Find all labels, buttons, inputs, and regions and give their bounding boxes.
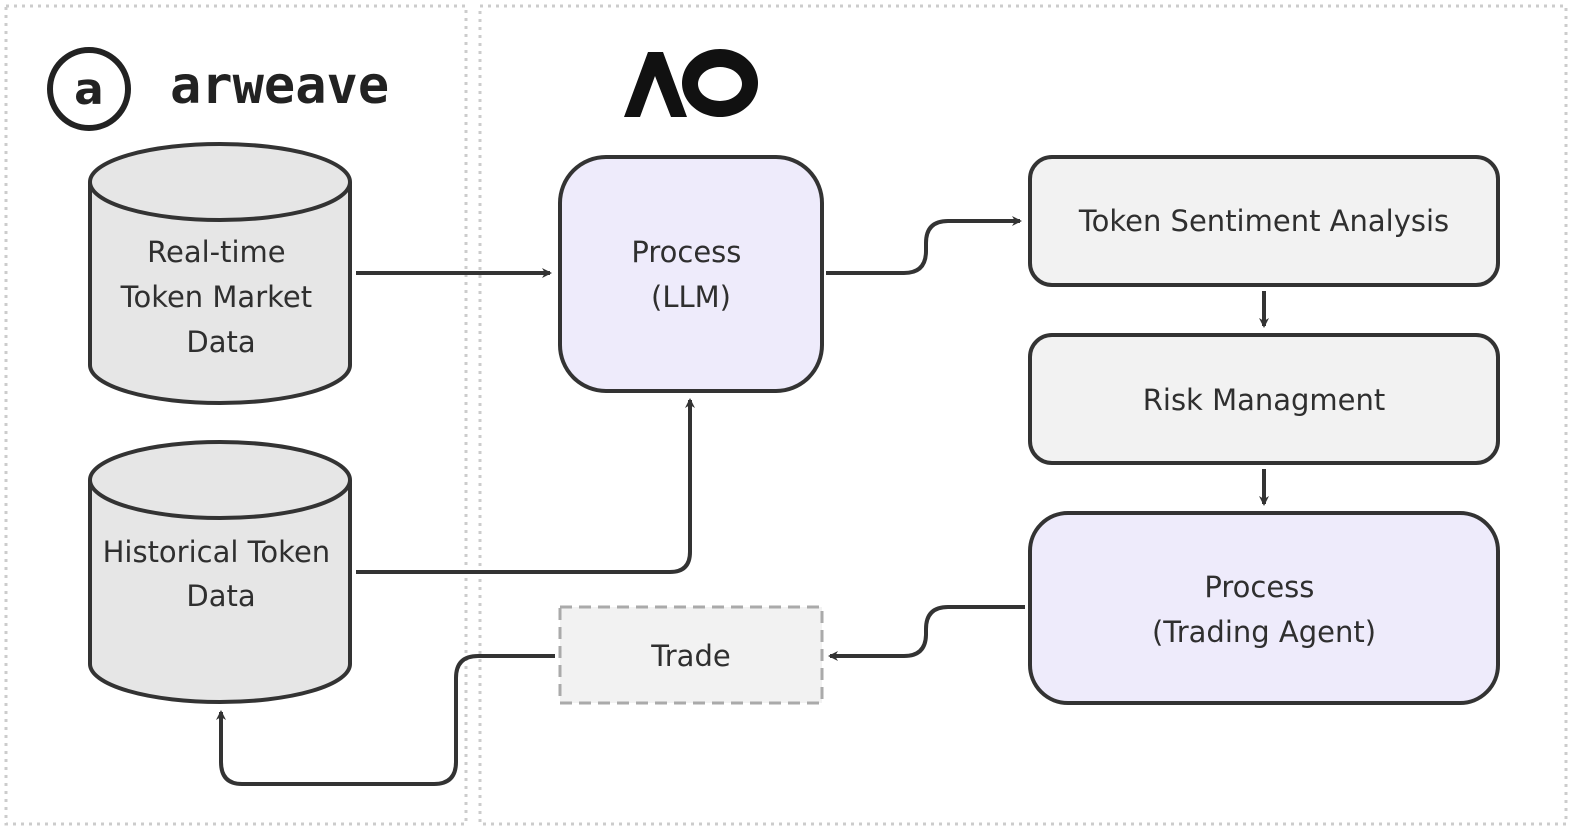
realtime-data-label-line-2: Token Market (120, 280, 312, 314)
edge-llm-to-sentiment (826, 216, 1022, 275)
process-llm-label-line-2: (LLM) (651, 280, 731, 314)
process-trading-agent-label-line-1: Process (1204, 570, 1314, 604)
process-llm-label: Process (LLM) (631, 235, 750, 314)
trade-label-line-1: Trade (650, 639, 730, 673)
edge-agent-to-trade (828, 605, 1025, 661)
arweave-logo: a arweave (47, 47, 389, 131)
database-historical-data: Historical Token Data (88, 440, 352, 704)
risk-management-label-line-1: Risk Managment (1143, 383, 1386, 417)
realtime-data-label: Real-time Token Market Data (120, 235, 322, 359)
sentiment-analysis-label: Token Sentiment Analysis (1078, 204, 1449, 238)
arweave-logo-mark: a (74, 64, 104, 115)
arweave-zone (4, 4, 468, 826)
process-llm-node: Process (LLM) (558, 155, 824, 393)
realtime-data-label-line-3: Data (186, 325, 255, 359)
arweave-logo-icon (47, 47, 131, 131)
edge-trade-to-historical (216, 654, 555, 786)
historical-data-label-line-1: Historical Token (103, 535, 331, 569)
arweave-logo-text: arweave (170, 56, 389, 116)
process-trading-agent-node: Process (Trading Agent) (1028, 511, 1500, 705)
edge-historical-to-llm (356, 398, 695, 574)
risk-management-label: Risk Managment (1143, 383, 1386, 417)
sentiment-analysis-label-line-1: Token Sentiment Analysis (1078, 204, 1449, 238)
process-trading-agent-label-line-2: (Trading Agent) (1152, 615, 1376, 649)
process-llm-label-line-1: Process (631, 235, 741, 269)
historical-data-label: Historical Token Data (103, 535, 340, 613)
risk-management-node: Risk Managment (1028, 333, 1500, 465)
database-realtime-market-data: Real-time Token Market Data (88, 142, 352, 405)
trade-node: Trade (558, 605, 824, 705)
realtime-data-label-line-1: Real-time (147, 235, 286, 269)
trade-label: Trade (650, 639, 730, 673)
historical-data-label-line-2: Data (186, 579, 255, 613)
sentiment-analysis-node: Token Sentiment Analysis (1028, 155, 1500, 287)
ao-logo-icon (624, 49, 759, 117)
process-trading-agent-label: Process (Trading Agent) (1152, 570, 1376, 649)
